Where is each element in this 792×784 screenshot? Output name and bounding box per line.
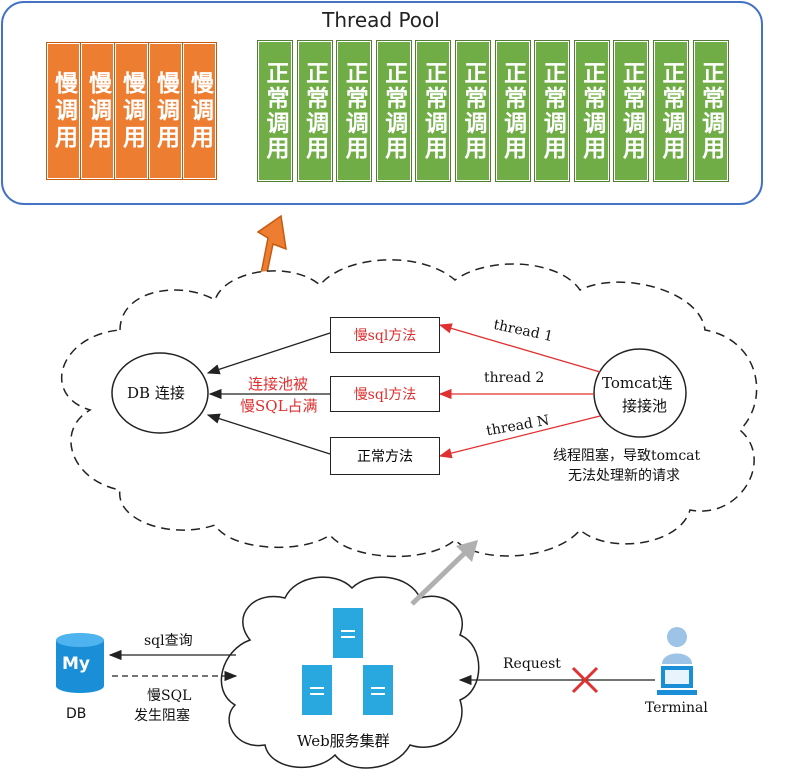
- terminal-user-icon: [657, 627, 697, 695]
- db-logo-text: My: [62, 654, 90, 674]
- tomcat-node: [593, 348, 687, 438]
- thread1-arrow: [438, 323, 601, 373]
- normal-call-cell: 正常调用: [375, 40, 412, 182]
- thread-2-label: thread 2: [484, 370, 545, 386]
- slow-sql-method-box: 慢sql方法: [330, 317, 440, 353]
- normal-call-cell: 正常调用: [573, 40, 610, 182]
- normal-call-cell: 正常调用: [415, 40, 452, 182]
- normal-call-cell: 正常调用: [534, 40, 571, 182]
- slow-call-cell: 慢调用: [148, 42, 183, 180]
- normal-call-cell: 正常调用: [692, 40, 729, 182]
- tomcat-label-2: 接接池: [622, 397, 668, 415]
- slow-call-cell: 慢调用: [182, 42, 217, 180]
- threadN-arrow: [438, 415, 601, 459]
- gray-arrow-head: [456, 540, 478, 562]
- server-icon: [333, 608, 363, 658]
- normal-call-cell: 正常调用: [296, 40, 333, 182]
- slow-call-cell: 慢调用: [114, 42, 149, 180]
- normal-call-cell: 正常调用: [613, 40, 650, 182]
- slow-call-cell: 慢调用: [80, 42, 115, 180]
- normal-call-cell: 正常调用: [257, 40, 293, 182]
- thread-pool-title: Thread Pool: [322, 8, 440, 32]
- db-label: DB: [66, 706, 87, 722]
- slow-call-cell: 慢调用: [46, 42, 81, 180]
- normal-call-cell: 正常调用: [494, 40, 531, 182]
- normal-call-cell: 正常调用: [653, 40, 689, 182]
- blocking-note-1: 线程阻塞，导致tomcat: [553, 448, 701, 464]
- blocking-note-2: 无法处理新的请求: [568, 468, 680, 484]
- slow-sql-label-2: 发生阻塞: [134, 708, 190, 724]
- blocked-cross-icon: [571, 666, 599, 694]
- gray-arrow: [410, 546, 472, 606]
- tomcat-label-1: Tomcat连: [602, 374, 673, 392]
- method1-to-db-arrow: [206, 332, 331, 375]
- pool-exhausted-label-2: 慢SQL占满: [240, 397, 318, 415]
- normal-method-box: 正常方法: [330, 437, 440, 475]
- sql-query-label: sql查询: [144, 633, 193, 649]
- slow-sql-method-box: 慢sql方法: [330, 376, 440, 412]
- normal-call-cell: 正常调用: [455, 40, 491, 182]
- db-connection-node: [111, 352, 209, 434]
- mysql-db-icon: [56, 633, 104, 693]
- web-cluster-label: Web服务集群: [297, 732, 390, 750]
- method3-to-db-arrow: [206, 413, 331, 455]
- server-icon: [363, 665, 393, 715]
- web-cluster-cloud: [220, 576, 480, 769]
- terminal-label: Terminal: [645, 700, 708, 716]
- db-connection-label: DB 连接: [127, 384, 185, 402]
- slow-sql-label-1: 慢SQL: [147, 688, 192, 704]
- request-label: Request: [503, 656, 561, 672]
- pool-exhausted-label-1: 连接池被: [248, 375, 309, 393]
- server-icon: [302, 665, 332, 715]
- normal-call-cell: 正常调用: [336, 40, 373, 182]
